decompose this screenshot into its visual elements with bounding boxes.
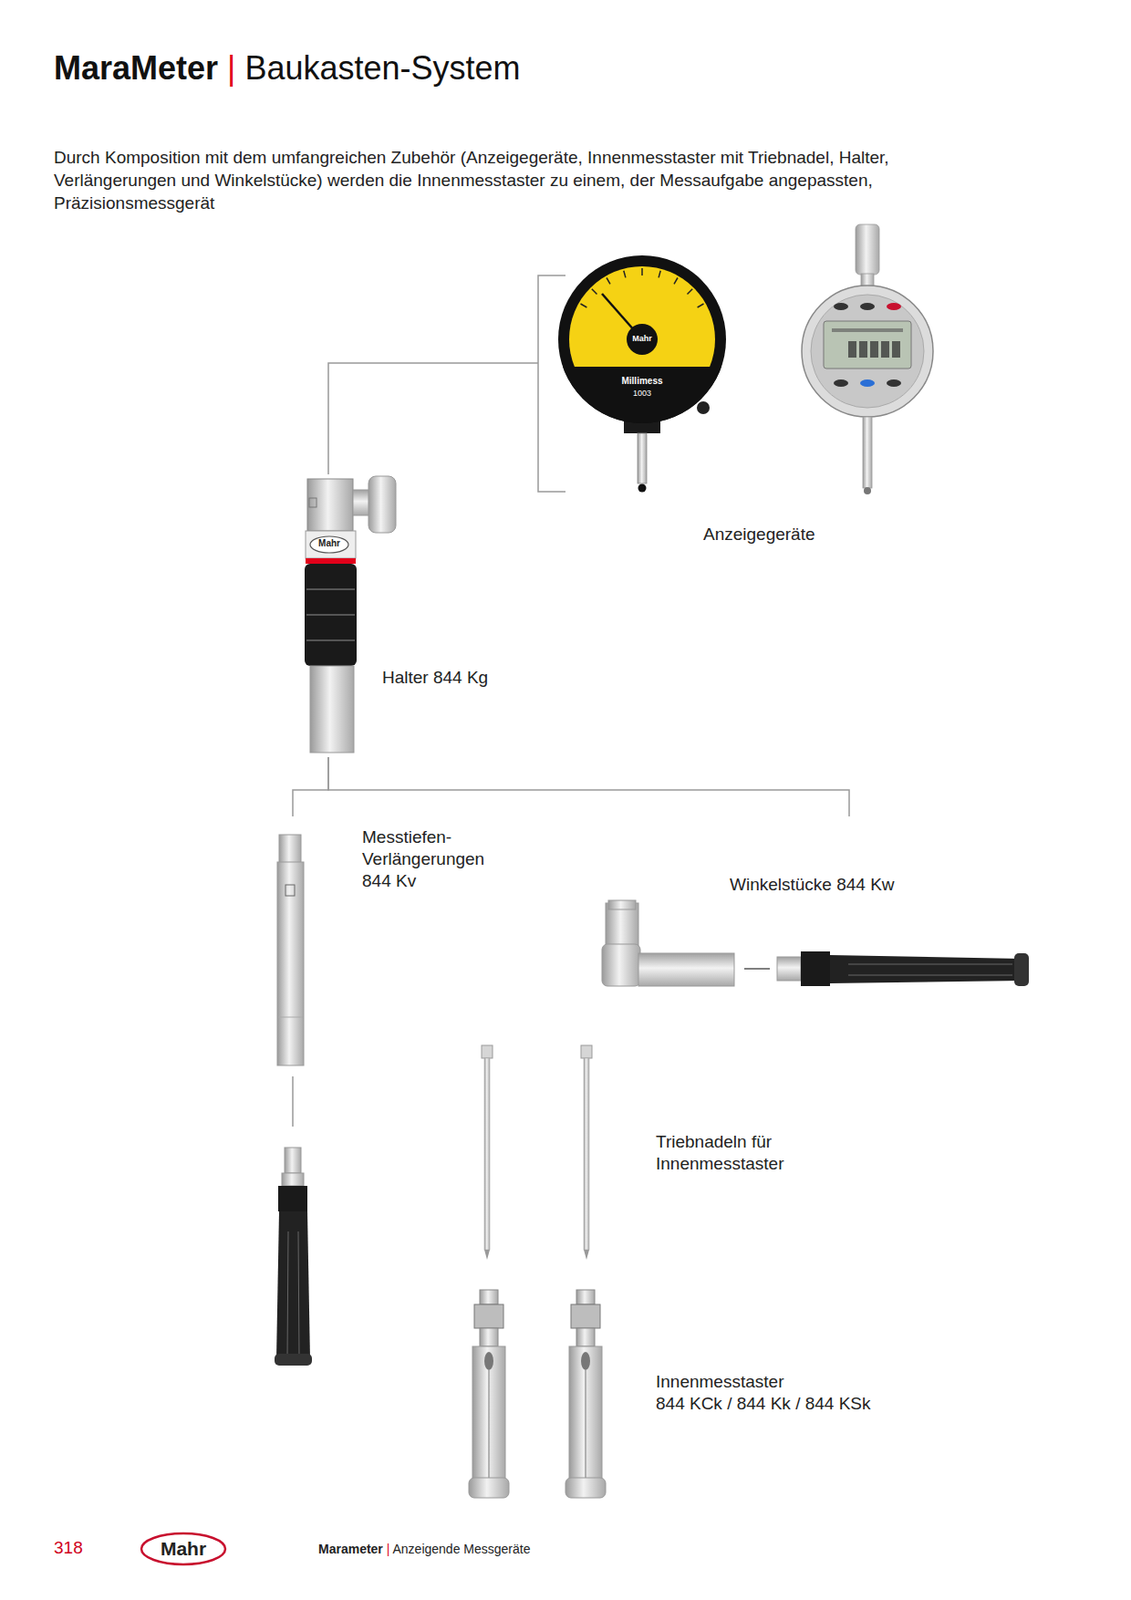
- holder: [304, 476, 396, 753]
- caption-block: Halter 844 Kg: [382, 666, 529, 689]
- text-part: Marameter: [318, 1541, 384, 1557]
- component-label: Triebnadeln für Innenmesstaster: [655, 1131, 820, 1175]
- component-group: Innenmesstaster844 KCk / 844 Kk / 844 KS…: [460, 1281, 915, 1505]
- component-label: Innenmesstaster: [655, 1370, 912, 1393]
- inside-probe: [565, 1289, 606, 1498]
- caption-block: Messtiefen- Verlängerungen 844 Kv: [362, 826, 513, 893]
- inside-probe: [468, 1289, 509, 1498]
- caption-block: Triebnadeln für Innenmesstaster: [655, 1131, 820, 1175]
- component-group: Winkelstücke 844 Kw: [588, 816, 1036, 995]
- component-group: Messtiefen- Verlängerungen 844 Kv: [271, 816, 519, 1072]
- footer-text: Marameter | Anzeigende Messgeräte: [318, 1541, 530, 1557]
- connector-line: [292, 757, 329, 817]
- dial-gauge: [558, 255, 727, 493]
- logo-oval: [141, 1533, 226, 1565]
- probe: [777, 951, 1029, 986]
- connector-line: [328, 363, 539, 475]
- component-label: Anzeigegeräte: [703, 523, 886, 546]
- angle-piece: [601, 900, 735, 986]
- logo-text: Mahr: [623, 333, 661, 344]
- leader-line: [291, 1076, 294, 1127]
- caption-block: Winkelstücke 844 Kw: [729, 873, 1004, 896]
- component-label: 844 KCk / 844 Kk / 844 KSk: [655, 1392, 912, 1415]
- intro-text: Durch Komposition mit dem umfangreichen …: [53, 145, 893, 215]
- leader-line: [744, 967, 770, 970]
- component-label: Winkelstücke 844 Kw: [729, 873, 1004, 896]
- separator: |: [217, 49, 245, 87]
- caption-block: Anzeigegeräte: [703, 523, 886, 546]
- component-label: Halter 844 Kg: [382, 666, 529, 689]
- model-number: 1003: [623, 388, 661, 399]
- text-part: MaraMeter: [53, 49, 218, 87]
- text-part: Anzeigende Messgeräte: [392, 1541, 530, 1557]
- caption-block: Innenmesstaster844 KCk / 844 Kk / 844 KS…: [655, 1370, 912, 1415]
- extension: [277, 834, 304, 1066]
- model-name: Millimess: [610, 375, 675, 387]
- page-title: MaraMeter | Baukasten-System: [53, 47, 521, 91]
- digital-gauge: [801, 224, 934, 495]
- component-group: Anzeigegeräte: [538, 218, 949, 557]
- bracket: [538, 275, 566, 492]
- drive-needle: [581, 1045, 592, 1260]
- logo-text: Mahr: [311, 538, 348, 550]
- logo-text: Mahr: [142, 1536, 225, 1560]
- separator: |: [383, 1541, 394, 1557]
- component-group: Triebnadeln für Innenmesstaster: [474, 1039, 824, 1268]
- page-number: 318: [53, 1537, 84, 1559]
- probe: [274, 1147, 312, 1366]
- text-part: Baukasten-System: [244, 49, 520, 87]
- drive-needle: [481, 1045, 493, 1260]
- component-label: Messtiefen- Verlängerungen 844 Kv: [362, 826, 513, 893]
- connector-line: [328, 757, 850, 817]
- component-group: Halter 844 Kg: [300, 474, 532, 758]
